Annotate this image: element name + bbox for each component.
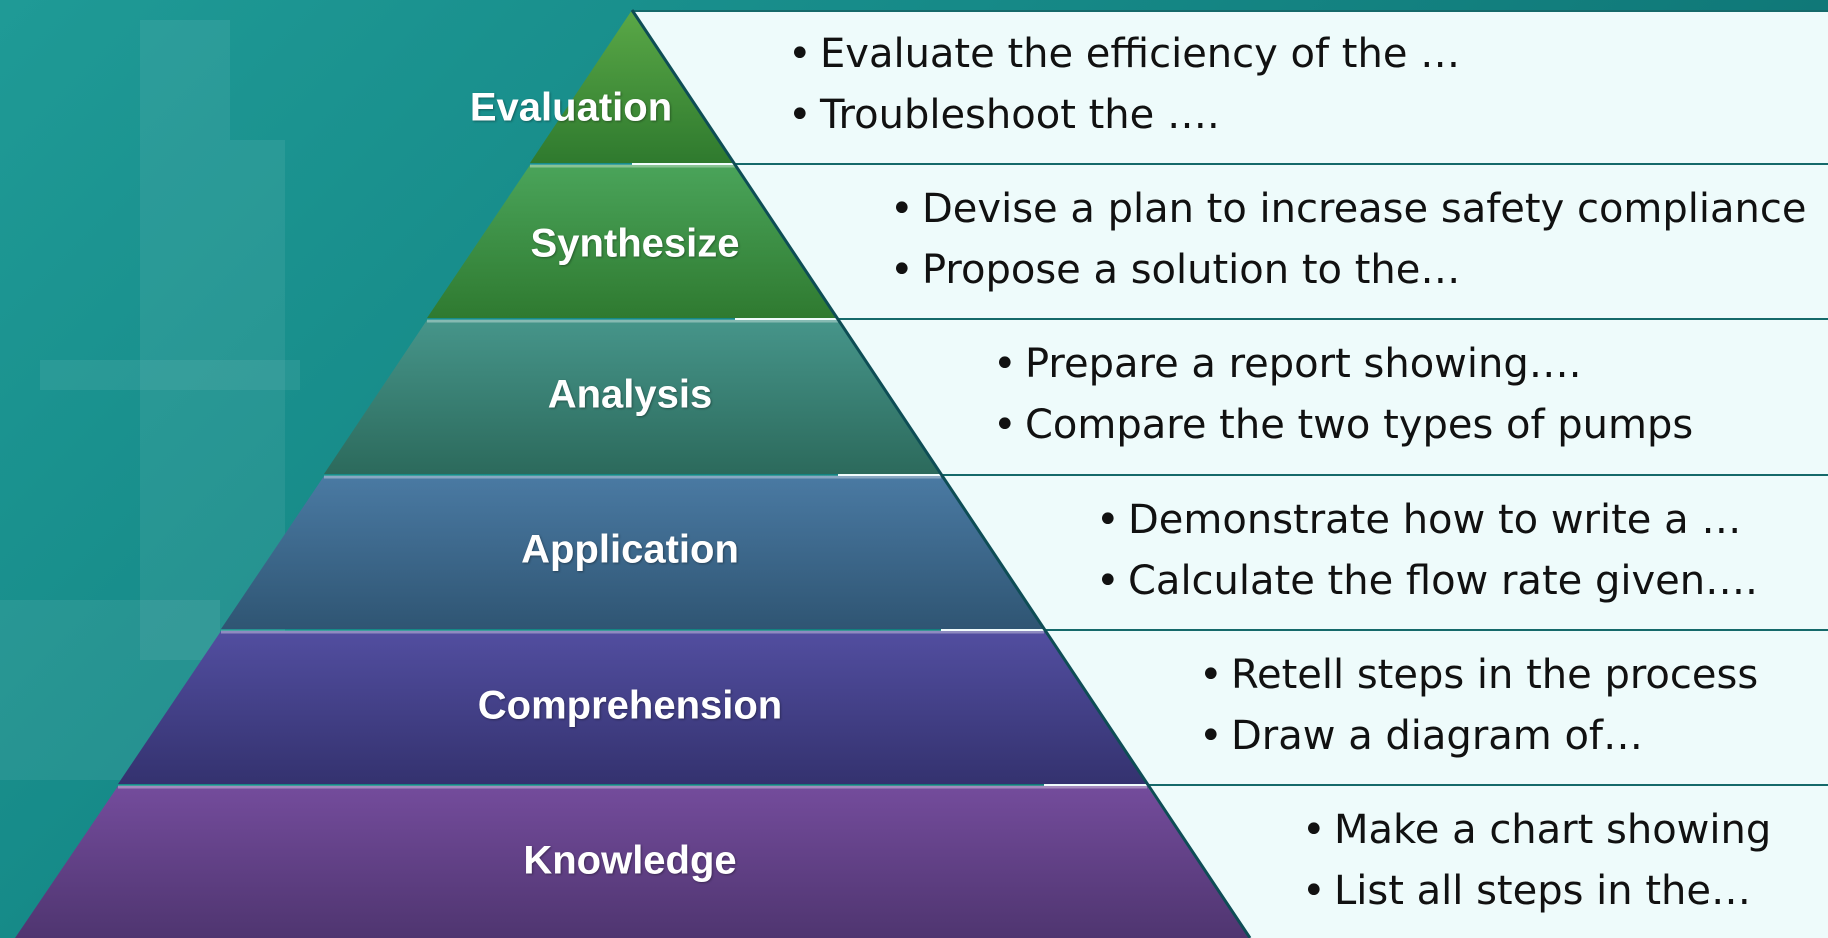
bullet-item: Demonstrate how to write a … (1096, 490, 1758, 551)
bullet-text: Calculate the flow rate given…. (1128, 558, 1758, 604)
pyramid-segment-analysis (324, 320, 941, 474)
bullet-text: Devise a plan to increase safety complia… (922, 186, 1807, 232)
pyramid-segment-synthesize (427, 165, 838, 318)
bullet-item: List all steps in the… (1302, 861, 1771, 922)
pyramid-segment-evaluation (530, 10, 733, 163)
bullet-item: Make a chart showing (1302, 800, 1771, 861)
bullet-item: Evaluate the efficiency of the … (788, 24, 1460, 85)
bullet-list-application: Demonstrate how to write a … Calculate t… (1096, 490, 1758, 612)
bullet-list-knowledge: Make a chart showing List all steps in t… (1302, 800, 1771, 922)
level-label-comprehension: Comprehension (477, 683, 783, 728)
bullet-list-evaluation: Evaluate the efficiency of the … Trouble… (788, 24, 1460, 146)
bullet-item: Retell steps in the process (1199, 645, 1758, 706)
bullet-item: Devise a plan to increase safety complia… (890, 179, 1806, 240)
bullet-text: Draw a diagram of… (1231, 713, 1644, 759)
pyramid-segment-application (221, 476, 1044, 629)
bullet-item: Compare the two types of pumps (993, 395, 1693, 456)
level-label-synthesize: Synthesize (530, 221, 740, 266)
bullet-item: Prepare a report showing…. (993, 334, 1693, 395)
bullet-list-synthesize: Devise a plan to increase safety complia… (890, 179, 1806, 301)
level-label-evaluation: Evaluation (469, 85, 673, 130)
pyramid-segment-comprehension (118, 631, 1147, 784)
level-label-application: Application (521, 527, 739, 572)
bullet-item: Propose a solution to the… (890, 240, 1806, 301)
bullet-text: Propose a solution to the… (922, 247, 1461, 293)
background-tower-silhouette (140, 20, 230, 660)
bullet-text: Evaluate the efficiency of the … (820, 31, 1461, 77)
pyramid-segment-highlights (118, 164, 1147, 789)
bullet-text: Compare the two types of pumps (1025, 402, 1694, 448)
bullet-list-comprehension: Retell steps in the process Draw a diagr… (1199, 645, 1758, 767)
background-pipe-silhouette (40, 360, 300, 390)
bullet-text: List all steps in the… (1334, 868, 1751, 914)
bullet-text: Demonstrate how to write a … (1128, 497, 1742, 543)
bullet-text: Retell steps in the process (1231, 652, 1759, 698)
bullet-item: Draw a diagram of… (1199, 706, 1758, 767)
level-label-knowledge: Knowledge (523, 838, 737, 883)
pyramid-segment-knowledge (15, 786, 1250, 938)
pyramid-right-edge (630, 9, 1252, 938)
pyramid-segments (15, 10, 1250, 938)
bullet-list-analysis: Prepare a report showing…. Compare the t… (993, 334, 1693, 456)
bullet-item: Troubleshoot the …. (788, 85, 1460, 146)
bullet-text: Make a chart showing (1334, 807, 1772, 853)
level-label-analysis: Analysis (547, 372, 713, 417)
bullet-item: Calculate the flow rate given…. (1096, 551, 1758, 612)
bullet-text: Troubleshoot the …. (820, 92, 1220, 138)
bullet-text: Prepare a report showing…. (1025, 341, 1582, 387)
